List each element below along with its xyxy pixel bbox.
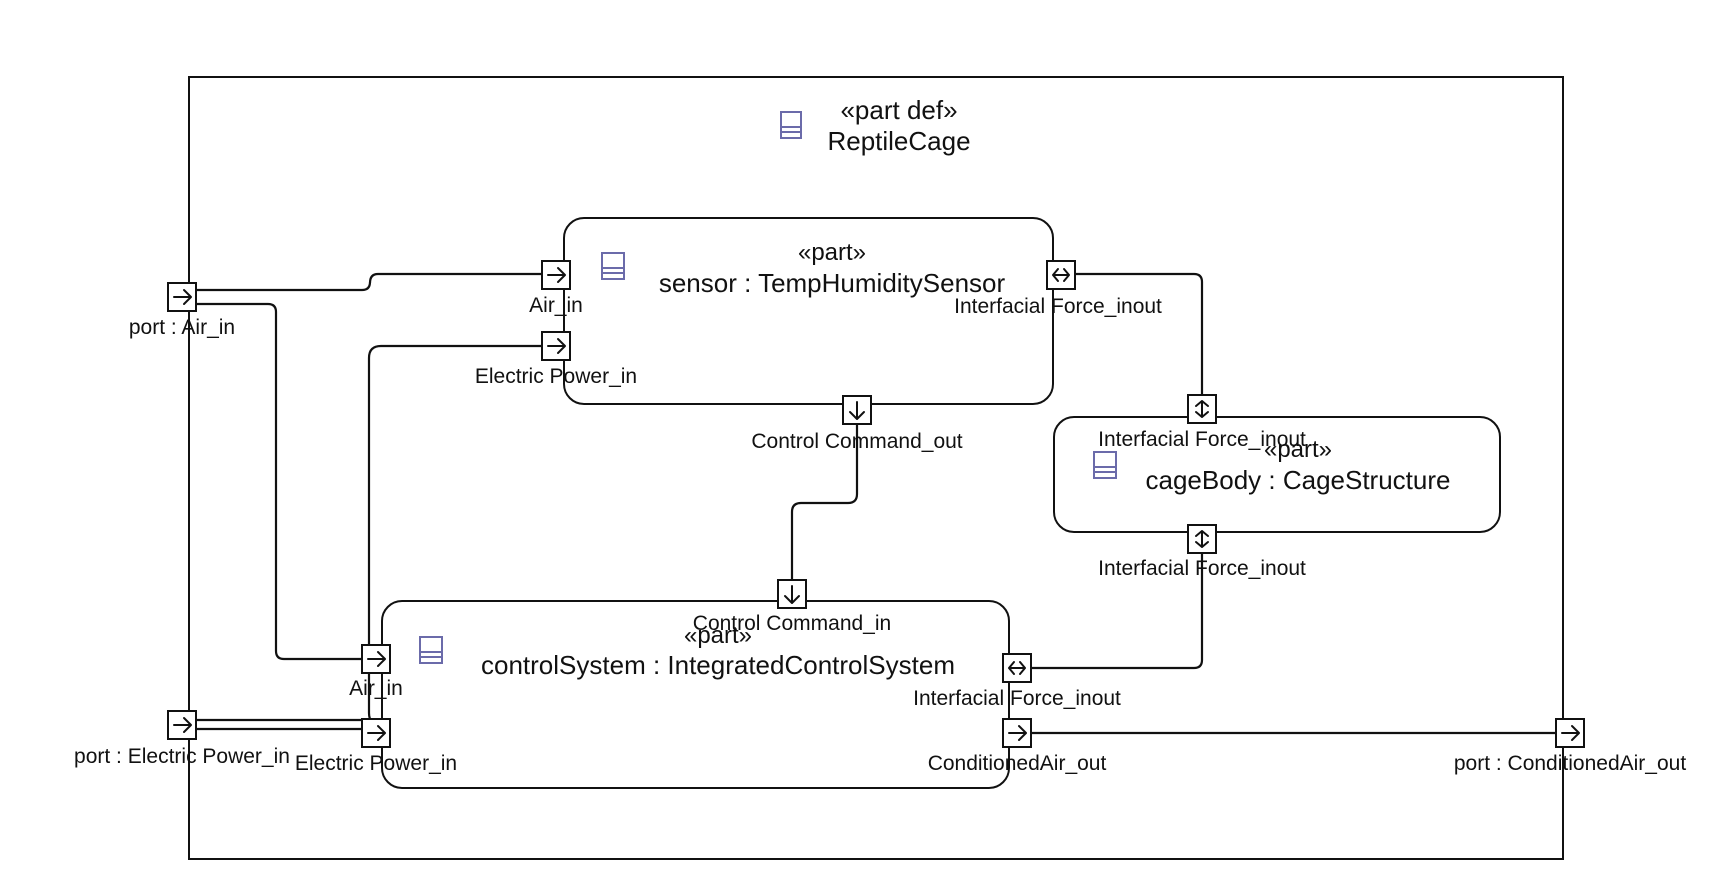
sensor-port-electric-power-in[interactable] bbox=[541, 331, 571, 361]
part-def-name: ReptileCage bbox=[827, 126, 970, 156]
cage-body-port-force-bottom-label: Interfacial Force_inout bbox=[1098, 557, 1306, 580]
part-definition-icon bbox=[780, 111, 802, 139]
boundary-port-air-in-label: port : Air_in bbox=[129, 316, 235, 339]
cage-body-part-icon bbox=[1093, 451, 1117, 479]
connector-force-cage-control[interactable] bbox=[1017, 539, 1204, 670]
control-port-control-command-in[interactable] bbox=[777, 579, 807, 609]
bidirectional-arrow-icon bbox=[1195, 530, 1209, 548]
arrow-right-icon bbox=[173, 289, 192, 305]
part-cage-body[interactable] bbox=[1053, 416, 1501, 533]
control-port-conditioned-air-out-label: ConditionedAir_out bbox=[928, 752, 1107, 775]
sensor-label: sensor : TempHumiditySensor bbox=[659, 268, 1006, 298]
arrow-right-icon bbox=[1561, 725, 1580, 741]
sensor-port-interfacial-force-inout[interactable] bbox=[1046, 260, 1076, 290]
control-port-interfacial-force-inout[interactable] bbox=[1002, 653, 1032, 683]
arrow-down-icon bbox=[849, 401, 865, 420]
sensor-port-electric-power-in-label: Electric Power_in bbox=[475, 365, 637, 388]
cage-body-port-force-top-label: Interfacial Force_inout bbox=[1098, 428, 1306, 451]
connector-command[interactable] bbox=[790, 410, 859, 594]
control-port-control-command-in-label: Control Command_in bbox=[693, 612, 891, 635]
part-def-frame[interactable] bbox=[188, 76, 1564, 860]
control-system-stereotype: «part» bbox=[684, 622, 752, 649]
bidirectional-arrow-icon bbox=[1195, 400, 1209, 418]
sensor-stereotype: «part» bbox=[798, 239, 866, 266]
control-port-interfacial-force-label: Interfacial Force_inout bbox=[913, 687, 1121, 710]
connector-force-sensor-cage[interactable] bbox=[1061, 272, 1204, 409]
arrow-right-icon bbox=[173, 717, 192, 733]
sensor-part-icon bbox=[601, 252, 625, 280]
sensor-port-air-in-label: Air_in bbox=[529, 294, 583, 317]
sensor-port-control-command-out[interactable] bbox=[842, 395, 872, 425]
part-control-system[interactable] bbox=[381, 600, 1010, 789]
arrow-right-icon bbox=[367, 725, 386, 741]
connector-air-to-sensor[interactable] bbox=[196, 272, 556, 292]
cage-body-stereotype: «part» bbox=[1264, 436, 1332, 463]
sensor-port-control-command-out-label: Control Command_out bbox=[751, 430, 962, 453]
control-system-label: controlSystem : IntegratedControlSystem bbox=[481, 650, 955, 680]
control-port-electric-power-in-label: Electric Power_in bbox=[295, 752, 457, 775]
cage-body-label: cageBody : CageStructure bbox=[1146, 465, 1451, 495]
cage-body-port-interfacial-force-top[interactable] bbox=[1187, 394, 1217, 424]
arrow-right-icon bbox=[547, 267, 566, 283]
control-port-conditioned-air-out[interactable] bbox=[1002, 718, 1032, 748]
connector-power-to-control[interactable] bbox=[196, 718, 376, 731]
arrow-right-icon bbox=[547, 338, 566, 354]
control-port-air-in[interactable] bbox=[361, 644, 391, 674]
boundary-port-conditioned-air-out-label: port : ConditionedAir_out bbox=[1454, 752, 1686, 775]
control-port-air-in-label: Air_in bbox=[349, 677, 403, 700]
part-def-stereotype: «part def» bbox=[840, 95, 957, 125]
boundary-port-conditioned-air-out[interactable] bbox=[1555, 718, 1585, 748]
control-port-electric-power-in[interactable] bbox=[361, 718, 391, 748]
sensor-port-air-in[interactable] bbox=[541, 260, 571, 290]
bidirectional-arrow-icon bbox=[1008, 661, 1026, 675]
connector-air-to-control[interactable] bbox=[196, 302, 376, 661]
sensor-port-interfacial-force-label: Interfacial Force_inout bbox=[954, 295, 1162, 318]
cage-body-port-interfacial-force-bottom[interactable] bbox=[1187, 524, 1217, 554]
arrow-right-icon bbox=[1008, 725, 1027, 741]
boundary-port-electric-power-in[interactable] bbox=[167, 710, 197, 740]
boundary-port-air-in[interactable] bbox=[167, 282, 197, 312]
boundary-port-electric-power-in-label: port : Electric Power_in bbox=[74, 745, 290, 768]
bidirectional-arrow-icon bbox=[1052, 268, 1070, 282]
arrow-right-icon bbox=[367, 651, 386, 667]
control-system-part-icon bbox=[419, 636, 443, 664]
arrow-down-icon bbox=[784, 585, 800, 604]
part-sensor[interactable] bbox=[563, 217, 1054, 405]
